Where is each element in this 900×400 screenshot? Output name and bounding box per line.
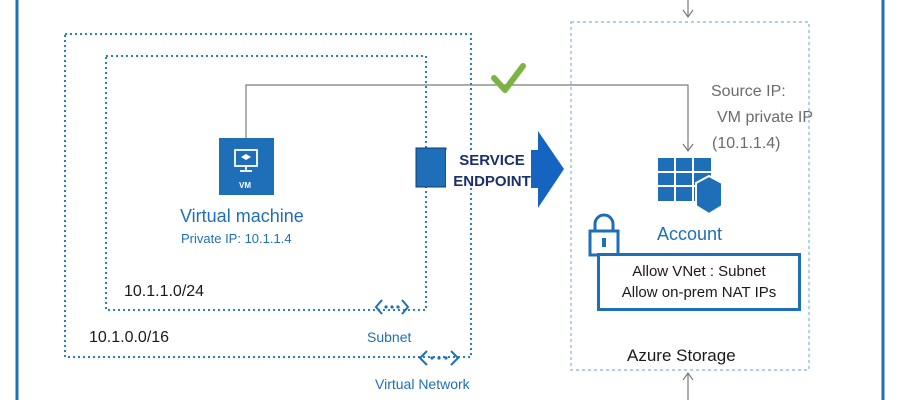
vm-private-ip: Private IP: 10.1.1.4 [181,231,292,246]
source-ip-line2: VM private IP [717,109,814,126]
service-endpoint-label: SERVICE ENDPOINT [446,150,538,192]
storage-account-icon [658,158,723,216]
vm-icon [219,138,274,195]
virtual-network-icon [418,350,460,366]
subnet-icon [374,299,410,315]
azure-storage-label: Azure Storage [627,346,736,365]
source-ip-line3: (10.1.1.4) [712,135,781,152]
service-endpoint-line1: SERVICE [459,152,525,169]
vm-badge-label: VM [239,181,251,190]
service-endpoint-arrow [446,131,564,208]
vm-to-account-line [245,84,689,150]
vnet-boundary [64,33,472,358]
network-rules-box: Allow VNet : Subnet Allow on-prem NAT IP… [597,253,801,311]
storage-boundary [570,21,810,371]
bottom-incoming-arrowhead [682,371,694,381]
subnet-label: Subnet [367,329,412,345]
virtual-network-label: Virtual Network [375,376,470,392]
top-incoming-arrowhead [682,9,694,19]
lock-icon [588,213,620,257]
service-endpoint-block [415,147,447,188]
source-ip-line1: Source IP: [711,83,786,100]
service-endpoint-line2: ENDPOINT [453,173,531,190]
vm-title: Virtual machine [180,206,304,226]
network-rule-onprem: Allow on-prem NAT IPs [621,284,777,301]
account-label: Account [657,224,723,244]
vnet-cidr: 10.1.0.0/16 [89,329,170,346]
subnet-cidr: 10.1.1.0/24 [124,283,205,300]
network-rule-vnet: Allow VNet : Subnet [632,263,766,280]
connection-arrowhead [682,143,694,153]
checkmark-icon [491,63,526,93]
